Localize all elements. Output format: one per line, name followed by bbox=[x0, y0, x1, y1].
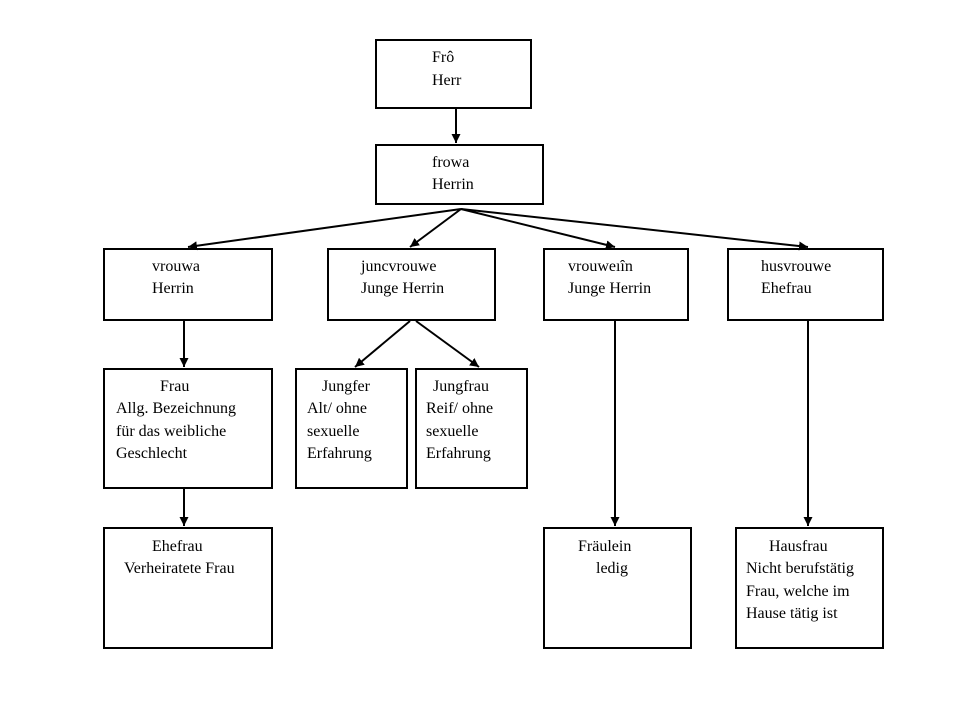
frowa-line2: Herrin bbox=[432, 176, 474, 193]
hausfrau-line4: Hause tätig ist bbox=[746, 605, 838, 622]
ehefrau-line2: Verheiratete Frau bbox=[124, 560, 235, 577]
frau-line1: Frau bbox=[160, 378, 190, 395]
jungfrau-line3: sexuelle bbox=[426, 423, 479, 440]
frowa-line1: frowa bbox=[432, 154, 470, 171]
jungfer-line1: Jungfer bbox=[322, 378, 370, 395]
node-frau bbox=[103, 368, 273, 489]
node-frowa bbox=[375, 144, 544, 205]
node-jungfrau bbox=[415, 368, 528, 489]
edge-frowa-vrouwa bbox=[187, 208, 462, 251]
node-jungfer bbox=[295, 368, 408, 489]
fraeulein-line2: ledig bbox=[596, 560, 628, 577]
hausfrau-line3: Frau, welche im bbox=[746, 583, 850, 600]
vrouwelin-line1: vrouweıîn bbox=[568, 258, 633, 275]
node-vrouwelin bbox=[543, 248, 689, 321]
node-vrouwa bbox=[103, 248, 273, 321]
edge-juncvrouwe-jungfer bbox=[354, 320, 411, 368]
vrouwelin-line2: Junge Herrin bbox=[568, 280, 652, 297]
husvrouwe-line1: husvrouwe bbox=[761, 258, 832, 275]
jungfer-line2: Alt/ ohne bbox=[307, 400, 367, 417]
fraeulein-line1: Fräulein bbox=[578, 538, 632, 555]
jungfer-line4: Erfahrung bbox=[307, 445, 372, 462]
frau-line4: Geschlecht bbox=[116, 445, 188, 462]
husvrouwe-line2: Ehefrau bbox=[761, 280, 812, 297]
edge-frowa-husvrouwe bbox=[460, 208, 809, 251]
ehefrau-line1: Ehefrau bbox=[152, 538, 203, 555]
node-juncvrouwe bbox=[327, 248, 496, 321]
vrouwa-line1: vrouwa bbox=[152, 258, 200, 275]
node-hausfrau bbox=[735, 527, 884, 649]
juncvrouwe-line2: Junge Herrin bbox=[361, 280, 445, 297]
jungfrau-line1: Jungfrau bbox=[433, 378, 489, 395]
jungfer-line3: sexuelle bbox=[307, 423, 360, 440]
hausfrau-line2: Nicht berufstätig bbox=[746, 560, 854, 577]
fro-line1: Frô bbox=[432, 49, 455, 66]
node-ehefrau bbox=[103, 527, 273, 649]
jungfrau-line2: Reif/ ohne bbox=[426, 400, 494, 417]
edge-frowa-juncvrouwe bbox=[409, 208, 462, 248]
jungfrau-line4: Erfahrung bbox=[426, 445, 491, 462]
node-fraeulein bbox=[543, 527, 692, 649]
edge-frowa-vrouwelin bbox=[460, 208, 616, 250]
frau-line3: für das weibliche bbox=[116, 423, 227, 440]
node-fro bbox=[375, 39, 532, 109]
hausfrau-line1: Hausfrau bbox=[769, 538, 828, 555]
frau-line2: Allg. Bezeichnung bbox=[116, 400, 236, 417]
vrouwa-line2: Herrin bbox=[152, 280, 194, 297]
fro-line2: Herr bbox=[432, 72, 462, 89]
juncvrouwe-line1: juncvrouwe bbox=[361, 258, 437, 275]
edge-juncvrouwe-jungfrau bbox=[415, 320, 480, 368]
